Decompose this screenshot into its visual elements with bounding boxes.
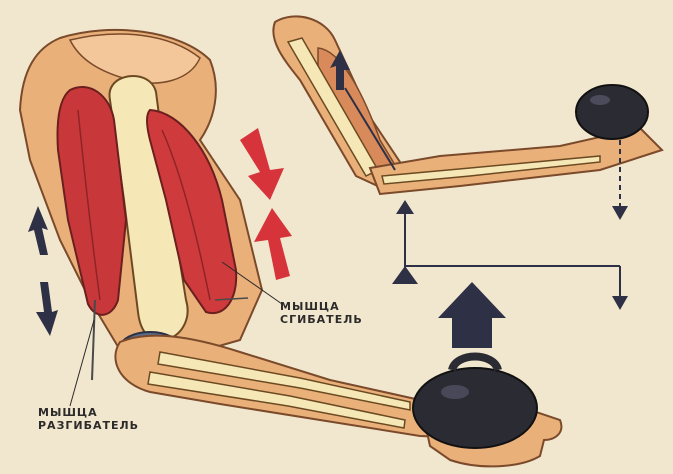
dark-arrow-down xyxy=(36,282,58,336)
load-arrow-down xyxy=(612,206,628,220)
flexor-label-line2: СГИБАТЕЛЬ xyxy=(280,313,363,326)
hand-with-weight xyxy=(413,357,561,467)
kettlebell-weight xyxy=(413,368,537,448)
extensor-muscle-label: МЫШЦА РАЗГИБАТЕЛЬ xyxy=(38,406,139,432)
upper-arm xyxy=(20,30,262,380)
extensor-leader-line xyxy=(70,320,94,406)
big-dark-arrow-up xyxy=(438,282,506,348)
lever-ball-weight xyxy=(576,85,648,139)
extensor-label-line1: МЫШЦА xyxy=(38,406,139,419)
fulcrum-arrow-up xyxy=(396,200,414,214)
flexor-label-line1: МЫШЦА xyxy=(280,300,363,313)
red-arrow-down xyxy=(240,128,284,200)
red-arrow-up xyxy=(254,208,292,280)
extensor-label-line2: РАЗГИБАТЕЛЬ xyxy=(38,419,139,432)
fulcrum-triangle xyxy=(392,266,418,284)
dark-arrow-up xyxy=(28,206,48,255)
flexor-muscle-label: МЫШЦА СГИБАТЕЛЬ xyxy=(280,300,363,326)
lever-arm-diagram xyxy=(273,16,662,194)
beam-arrow-down xyxy=(612,296,628,310)
